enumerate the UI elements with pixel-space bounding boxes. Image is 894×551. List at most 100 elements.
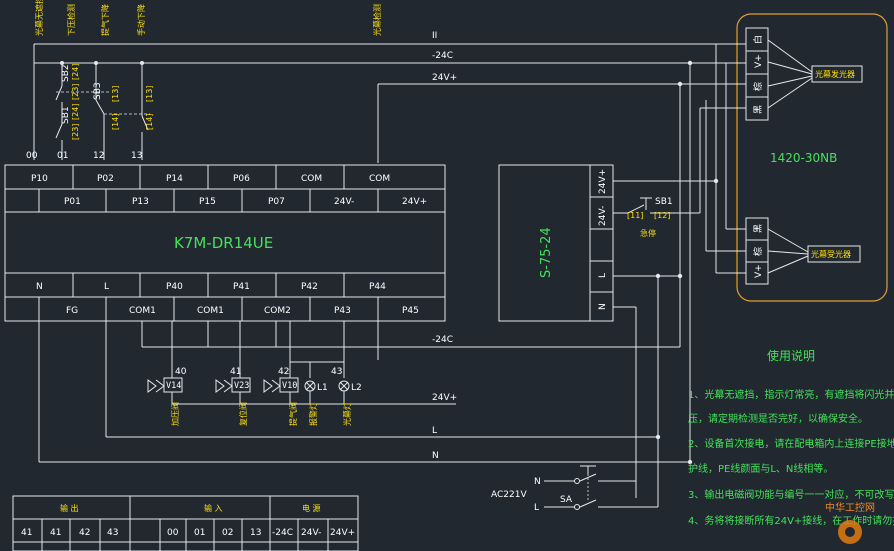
io-table-output-header: 输 出: [60, 503, 79, 513]
instructions-line-3: 2、设备首次接电，请在配电箱内上连接PE接地保: [688, 437, 894, 450]
ps-terminal-neg24: 24V-: [598, 206, 608, 226]
io-output-cell-1: 41: [50, 528, 61, 538]
receiver-label: 光幕受光器: [811, 249, 851, 259]
input-label-2: 提气下降: [100, 4, 110, 36]
input-label-4: 光幕检测: [372, 4, 382, 36]
mains-l-label: L: [534, 503, 539, 513]
emitter-terminal-3: 黑: [753, 105, 764, 114]
input-terminal-13: 13: [131, 151, 142, 161]
io-table-input-header: 输 入: [204, 503, 223, 513]
io-table-power-header: 电 源: [302, 503, 321, 513]
plc-bot2-2: COM1: [197, 306, 224, 316]
valve-v23-label: V23: [234, 381, 249, 391]
lamp-l2-label: L2: [351, 383, 362, 393]
io-input-cell-3: 13: [250, 528, 261, 538]
contact-5: [14]: [111, 114, 120, 130]
output-label-4: 光幕灯: [342, 402, 352, 426]
plc-bot2-0: FG: [66, 306, 78, 316]
instructions-line-4: 护线，PE线颜面与L、N线相等。: [688, 462, 833, 475]
input-label-1: 下压检测: [66, 4, 76, 36]
rail-n-label: N: [432, 451, 439, 461]
input-terminal-12: 12: [93, 151, 104, 161]
plc-bot2-5: P45: [402, 306, 419, 316]
receiver-terminal-2: V+: [754, 264, 764, 278]
contact-0: [24]: [71, 64, 80, 80]
light-curtain-model: 1420-30NB: [770, 151, 837, 165]
mains-switch-label: SA: [560, 495, 573, 505]
output-number-42: 42: [278, 367, 289, 377]
output-label-0: 加压阀: [170, 402, 180, 426]
receiver-terminal-1: 棕: [752, 247, 764, 256]
io-table: 输 出 输 入 电 源 41 41 42 43 00 01 02 13 -24C…: [12, 495, 359, 551]
input-terminal-00: 00: [26, 151, 38, 161]
io-input-cell-2: 02: [222, 528, 233, 538]
watermark-text: 中华工控网: [825, 501, 875, 514]
plc-bot2-3: COM2: [264, 306, 291, 316]
instructions-line-1: 1、光幕无遮挡，指示灯常亮，有遮挡将闪光并禁止下: [688, 388, 894, 401]
power-supply-model: S-75-24: [539, 227, 554, 278]
contact-6: [13]: [145, 86, 154, 102]
output-label-1: 复位阀: [238, 402, 248, 426]
output-number-43: 43: [331, 367, 342, 377]
output-number-41: 41: [230, 367, 241, 377]
ps-switch-sb1: SB1: [655, 197, 673, 207]
input-wiring: SB2 SB1 SB3 [24] [24] [23] [23] [13] [14…: [26, 44, 154, 161]
ps-terminal-l: L: [598, 273, 608, 278]
plc-block: P10 P02 P14 P06 COM COM P01 P13 P15 P07 …: [4, 164, 446, 322]
plc-bot1-0: N: [36, 282, 43, 292]
plc-bot2-1: COM1: [129, 306, 156, 316]
plc-top1-2: P14: [166, 174, 183, 184]
valve-v23-icon: V23: [215, 377, 251, 393]
instructions-line-6: 4、务将将接断所有24V+接线，在工作时请勿拆接卸线。: [688, 514, 894, 527]
output-number-40: 40: [175, 367, 187, 377]
switch-label-sb2: SB2: [61, 64, 71, 82]
plc-bot1-5: P44: [369, 282, 386, 292]
io-output-cell-0: 41: [21, 528, 32, 538]
emitter-label: 光幕发光器: [815, 69, 855, 79]
mains-voltage: AC221V: [491, 490, 527, 500]
plc-top1-0: P10: [31, 174, 48, 184]
watermark-logo: 中华工控网: [825, 501, 875, 544]
rail-pos24-label: 24V+: [432, 73, 457, 83]
io-output-cell-3: 43: [107, 528, 118, 538]
lamp-l1-label: L1: [317, 383, 328, 393]
rail-neg24-label: -24C: [432, 51, 453, 61]
io-input-cell-1: 01: [194, 528, 205, 538]
output-wiring: -24C 40 41 42 43 V14 V23 V10: [38, 321, 693, 465]
ps-switch-contact-12: [12]: [654, 211, 670, 220]
io-power-cell-1: 24V-: [301, 528, 321, 538]
emitter-terminal-1: V+: [754, 54, 764, 68]
instructions-line-5: 3、输出电磁阀功能与编号一一对应，不可改写本机。: [688, 488, 894, 501]
plc-top1-3: P06: [233, 174, 250, 184]
plc-top1-4: COM: [301, 174, 322, 184]
io-input-cell-0: 00: [167, 528, 179, 538]
power-supply: S-75-24 24V+ 24V- L N SB1 [11] [12] 急停: [498, 60, 716, 498]
emitter-terminal-2: 棕: [752, 82, 764, 91]
contact-4: [13]: [111, 86, 120, 102]
plc-top2-0: P01: [64, 197, 81, 207]
mains-switch: N L AC221V SA: [491, 437, 659, 513]
ps-terminal-n: N: [598, 303, 608, 310]
output-label-2: 提气阀: [288, 402, 298, 426]
light-curtain: 1420-30NB 白 V+ 棕 黑 光幕发光器 黑 棕 V+ 光幕受光器: [699, 13, 888, 302]
valve-v14-label: V14: [166, 381, 181, 391]
rail-l-label: L: [432, 426, 437, 436]
plc-bot1-3: P41: [233, 282, 250, 292]
plc-top2-2: P15: [199, 197, 216, 207]
plc-model: K7M-DR14UE: [174, 234, 273, 252]
valve-v14-icon: V14: [147, 377, 183, 393]
switch-label-sb1: SB1: [61, 106, 71, 124]
plc-bot2-4: P43: [334, 306, 351, 316]
plc-top1-1: P02: [97, 174, 114, 184]
io-power-cell-0: -24C: [272, 528, 293, 538]
instructions-line-2: 压，请定期检测是否完好，以确保安全。: [688, 412, 868, 425]
instructions: 使用说明 1、光幕无遮挡，指示灯常亮，有遮挡将闪光并禁止下 压，请定期检测是否完…: [688, 348, 894, 527]
contact-7: [14]: [145, 114, 154, 130]
plc-top2-5: 24V+: [402, 197, 427, 207]
instructions-title: 使用说明: [767, 348, 815, 363]
plc-top2-3: P07: [268, 197, 285, 207]
ps-terminal-pos24: 24V+: [598, 169, 608, 194]
rail-pos24-bottom-label: 24V+: [432, 393, 457, 403]
plc-top2-4: 24V-: [334, 197, 354, 207]
